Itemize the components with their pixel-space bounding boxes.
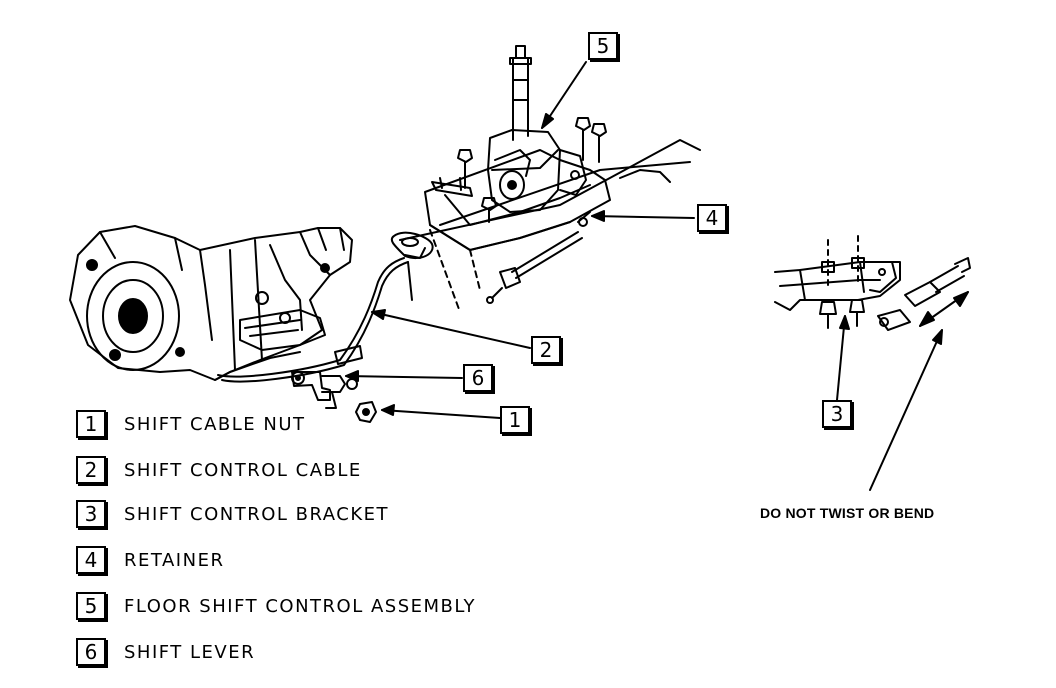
legend-item: 4 RETAINER xyxy=(76,546,496,578)
callout-3-detail: 3 xyxy=(822,400,852,428)
legend-number: 3 xyxy=(76,500,106,528)
legend-label: RETAINER xyxy=(124,550,225,571)
callout-6: 6 xyxy=(463,364,493,392)
callout-2: 2 xyxy=(531,336,561,364)
legend-item: 1 SHIFT CABLE NUT xyxy=(76,410,496,442)
callout-1: 1 xyxy=(500,406,530,434)
legend-label: SHIFT CONTROL CABLE xyxy=(124,460,362,481)
floor-shift-control-assembly xyxy=(399,45,701,313)
shift-control-cable xyxy=(217,231,434,383)
detail-bracket-illustration xyxy=(774,235,971,331)
twist-direction-arrow xyxy=(919,291,969,327)
legend-number: 2 xyxy=(76,456,106,484)
legend-number: 5 xyxy=(76,592,106,620)
legend-number: 4 xyxy=(76,546,106,574)
transmission-illustration xyxy=(69,225,353,381)
legend-number: 1 xyxy=(76,410,106,438)
legend-label: FLOOR SHIFT CONTROL ASSEMBLY xyxy=(124,596,476,617)
legend-label: SHIFT CONTROL BRACKET xyxy=(124,504,390,525)
legend-item: 2 SHIFT CONTROL CABLE xyxy=(76,456,496,488)
legend-label: SHIFT LEVER xyxy=(124,642,256,663)
legend-item: 6 SHIFT LEVER xyxy=(76,638,496,670)
callout-4: 4 xyxy=(697,204,727,232)
warning-label: DO NOT TWIST OR BEND xyxy=(760,505,935,521)
legend-item: 5 FLOOR SHIFT CONTROL ASSEMBLY xyxy=(76,592,496,624)
legend-number: 6 xyxy=(76,638,106,666)
callout-leaders xyxy=(345,61,943,491)
legend-label: SHIFT CABLE NUT xyxy=(124,414,306,435)
legend-item: 3 SHIFT CONTROL BRACKET xyxy=(76,500,496,532)
callout-5: 5 xyxy=(588,32,618,60)
